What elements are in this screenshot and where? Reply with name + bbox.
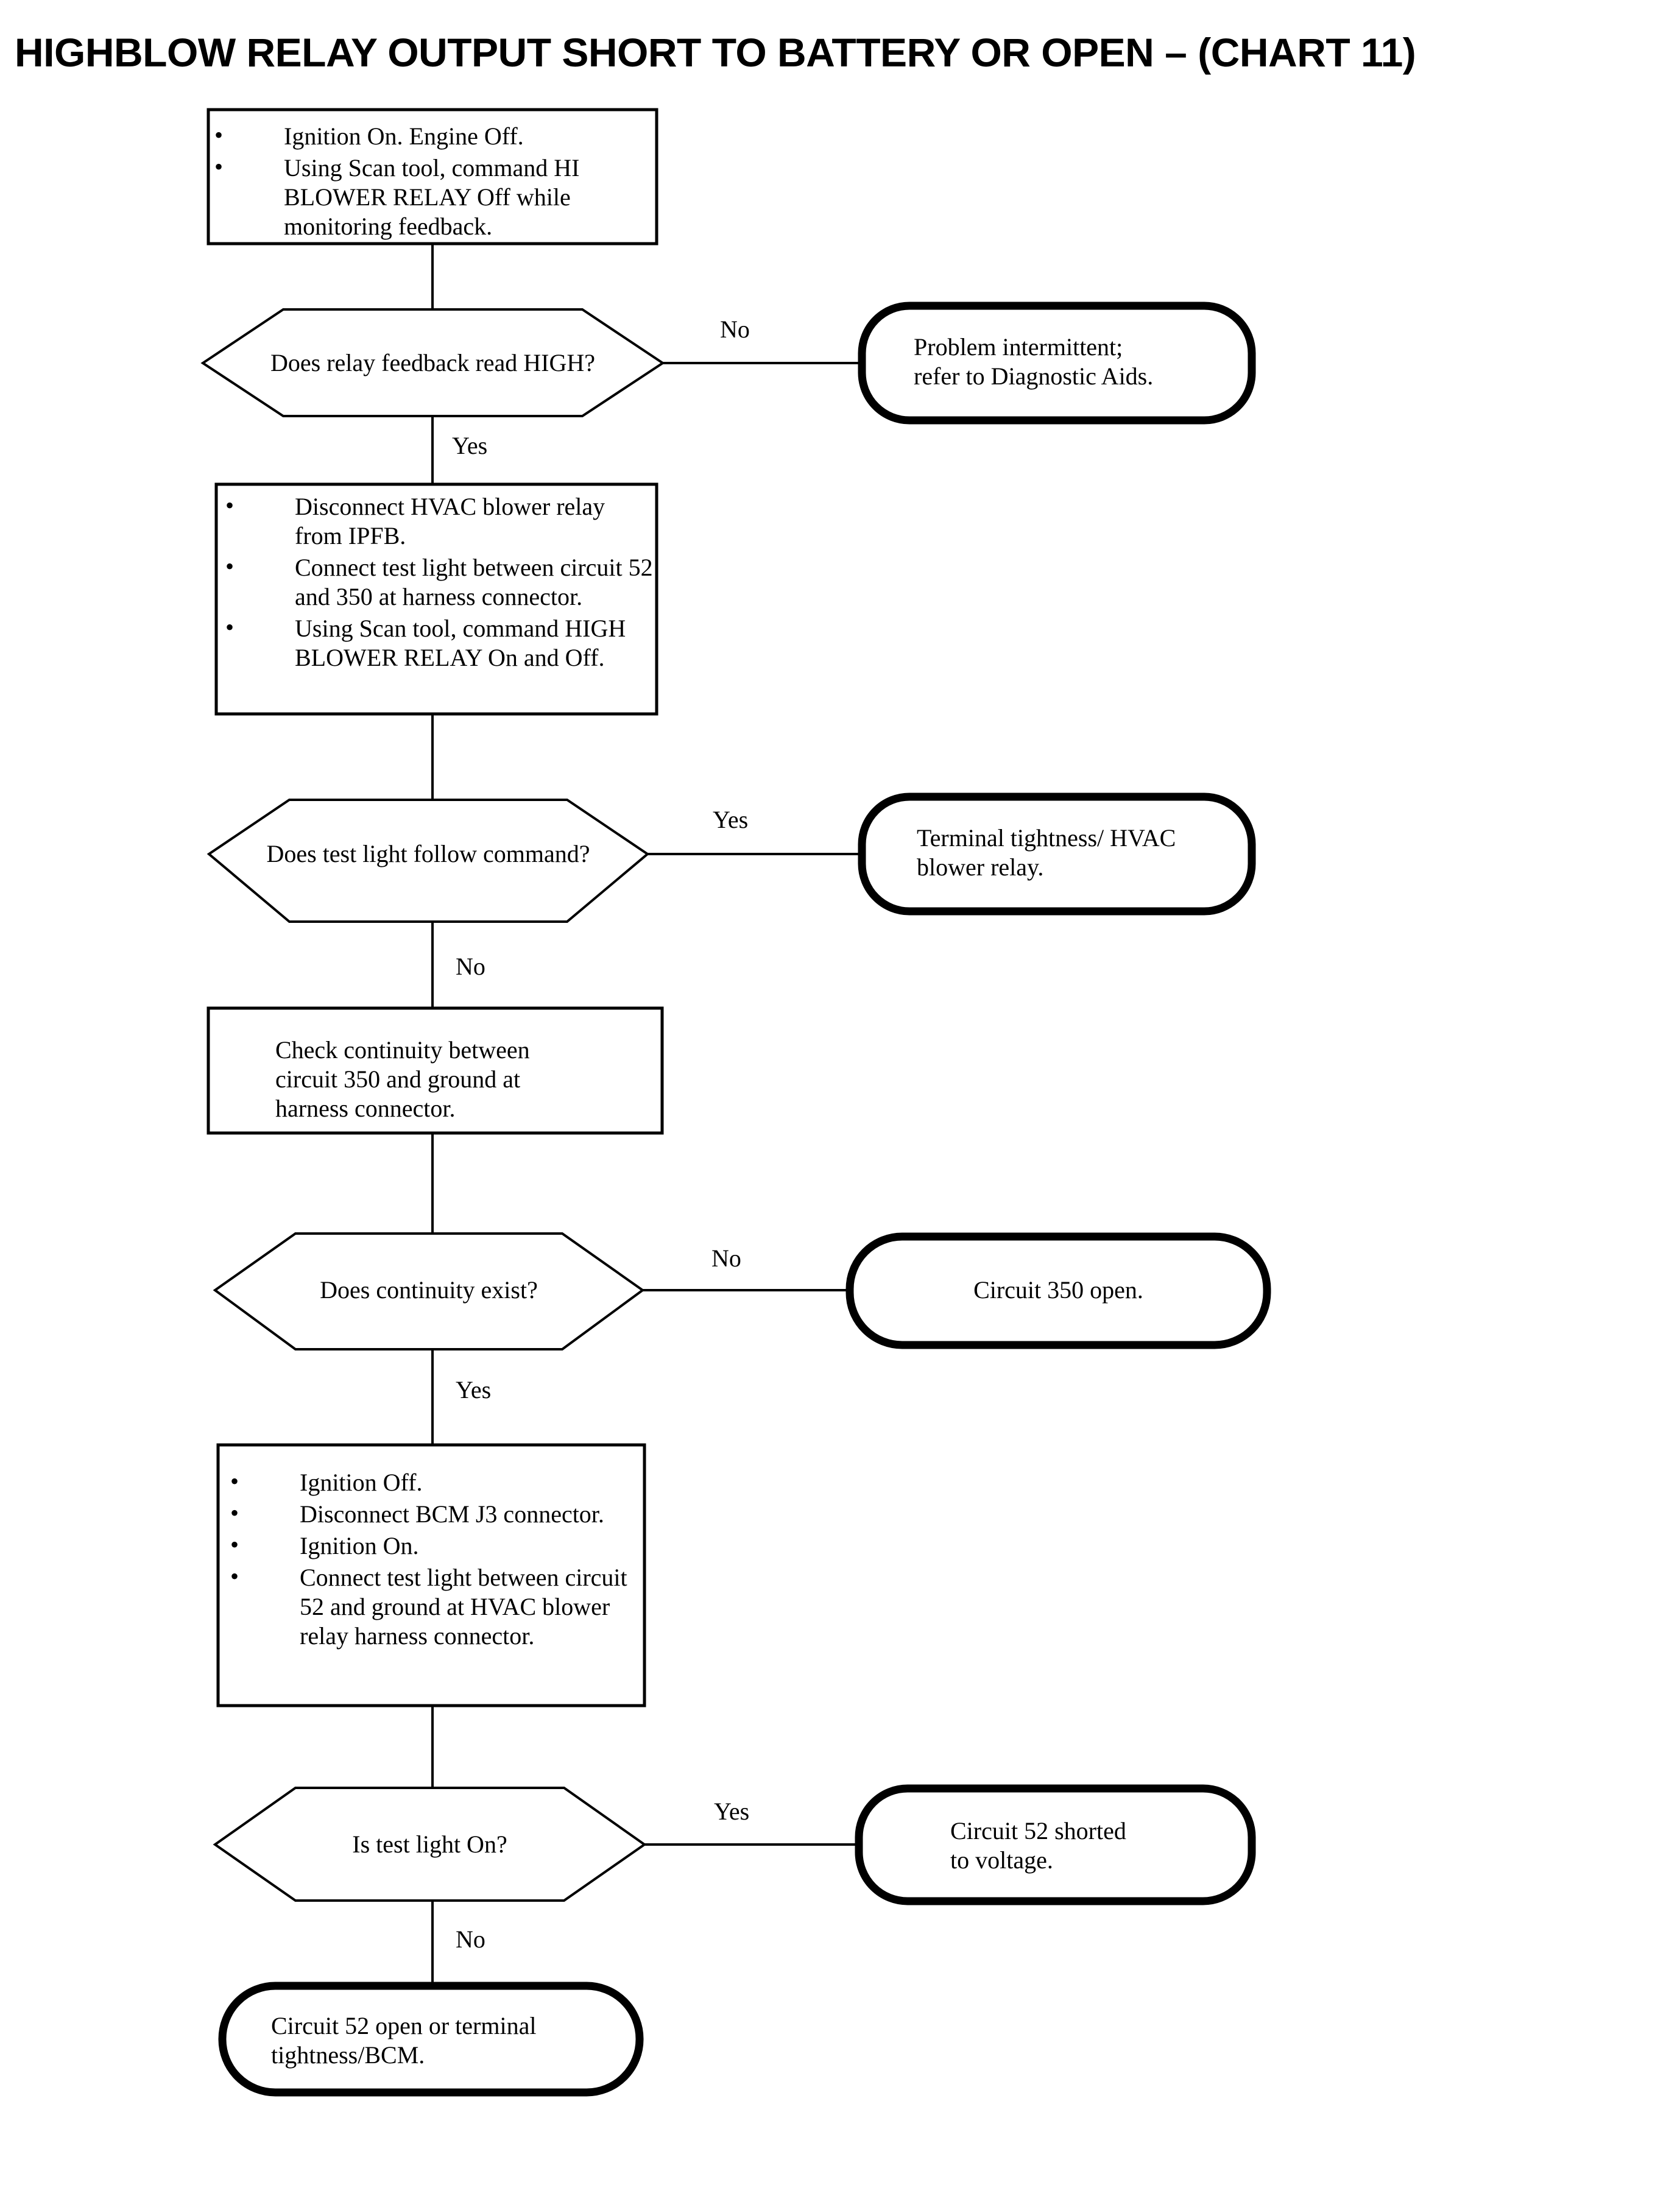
page-title: HIGHBLOW RELAY OUTPUT SHORT TO BATTERY O… [15,30,1416,75]
bullet-text: Ignition On. Engine Off. [284,122,524,150]
edge-label-no-4: No [456,1926,485,1953]
terminal-text-term4: Circuit 52 shorted to voltage. [950,1816,1237,1875]
terminal-pill-term5 [218,1982,644,2097]
edge-label-yes-2: Yes [713,806,749,833]
decision-question: Does test light follow command? [266,840,590,867]
bullet-list-step2: • Disconnect HVAC blower relay from IPFB… [225,492,658,673]
terminal-text-term1: Problem intermittent; refer to Diagnosti… [914,333,1243,391]
edge-label-yes-1: Yes [452,432,488,459]
bullet-text: Using Scan tool, command HI BLOWER RELAY… [284,154,580,240]
terminal-text-term5: Circuit 52 open or terminal tightness/BC… [271,2011,637,2070]
process-line: harness connector. [275,1095,456,1122]
terminal-line: refer to Diagnostic Aids. [914,362,1154,390]
edge-label-yes-4: Yes [714,1798,750,1825]
terminal-pill-term3 [845,1232,1271,1349]
decision-question: Is test light On? [352,1830,507,1858]
process-line: Check continuity between [275,1036,530,1064]
edge-label-no-2: No [456,953,485,980]
decision-hexagon-dec3 [213,1232,645,1350]
terminal-line: tightness/BCM. [271,2041,425,2069]
terminal-line: Circuit 350 open. [973,1276,1143,1304]
bullet-text: Disconnect HVAC blower relay from IPFB. [295,493,605,549]
bullet-text: Using Scan tool, command HIGH BLOWER REL… [295,615,626,671]
decision-question: Does continuity exist? [320,1276,538,1304]
list-item: • Ignition On. [230,1531,638,1561]
process-line: circuit 350 and ground at [275,1065,521,1093]
bullet-icon: • [230,1467,239,1495]
bullet-text: Connect test light between circuit 52 an… [295,554,653,610]
terminal-pill-term4 [855,1784,1256,1905]
process-box-step4 [216,1443,646,1707]
bullet-icon: • [225,613,235,641]
process-box-step2 [214,482,658,716]
edge-label-no-1: No [720,316,750,343]
edge-label-no-3: No [711,1244,741,1272]
terminal-line: Terminal tightness/ HVAC [917,824,1176,852]
process-text-step3: Check continuity between circuit 350 and… [275,1036,653,1123]
list-item: • Connect test light between circuit 52 … [230,1562,638,1651]
bullet-icon: • [225,552,235,580]
bullet-icon: • [230,1499,239,1527]
terminal-text-term2: Terminal tightness/ HVAC blower relay. [917,824,1249,882]
bullet-icon: • [225,492,235,519]
bullet-list-step4: • Ignition Off. • Disconnect BCM J3 conn… [230,1467,638,1651]
terminal-pill-term2 [858,793,1256,916]
list-item: • Ignition On. Engine Off. [214,121,653,151]
list-item: • Using Scan tool, command HI BLOWER REL… [214,153,653,241]
terminal-pill-term1 [858,302,1256,425]
list-item: • Disconnect BCM J3 connector. [230,1499,638,1529]
terminal-line: Problem intermittent; [914,333,1123,361]
decision-text-dec3: Does continuity exist? [215,1276,643,1305]
list-item: • Using Scan tool, command HIGH BLOWER R… [225,613,658,673]
terminal-line: Circuit 52 open or terminal [271,2012,537,2039]
bullet-list-step1: • Ignition On. Engine Off. • Using Scan … [214,121,653,241]
process-box-step3 [206,1006,664,1135]
bullet-icon: • [214,153,224,180]
decision-hexagon-dec4 [213,1787,647,1902]
edge-label-yes-3: Yes [456,1376,492,1403]
process-text-step2: • Disconnect HVAC blower relay from IPFB… [225,492,658,675]
bullet-text: Ignition Off. [300,1469,423,1496]
bullet-icon: • [230,1562,239,1590]
bullet-icon: • [230,1531,239,1558]
process-text-step1: • Ignition On. Engine Off. • Using Scan … [214,121,653,244]
list-item: • Disconnect HVAC blower relay from IPFB… [225,492,658,551]
terminal-text-term3: Circuit 350 open. [850,1276,1267,1305]
terminal-line: to voltage. [950,1846,1053,1874]
bullet-text: Disconnect BCM J3 connector. [300,1500,604,1528]
decision-text-dec1: Does relay feedback read HIGH? [203,348,663,378]
decision-hexagon-dec1 [200,308,665,417]
terminal-line: Circuit 52 shorted [950,1817,1126,1845]
decision-hexagon-dec2 [206,799,650,923]
bullet-icon: • [214,121,224,149]
decision-text-dec2: Does test light follow command? [209,839,648,869]
decision-text-dec4: Is test light On? [215,1830,644,1859]
bullet-text: Connect test light between circuit 52 an… [300,1564,627,1650]
list-item: • Ignition Off. [230,1467,638,1497]
process-text-step4: • Ignition Off. • Disconnect BCM J3 conn… [230,1467,638,1653]
list-item: • Connect test light between circuit 52 … [225,552,658,612]
decision-question: Does relay feedback read HIGH? [270,349,596,376]
process-box-step1 [206,108,658,245]
bullet-text: Ignition On. [300,1532,419,1559]
terminal-line: blower relay. [917,853,1044,881]
